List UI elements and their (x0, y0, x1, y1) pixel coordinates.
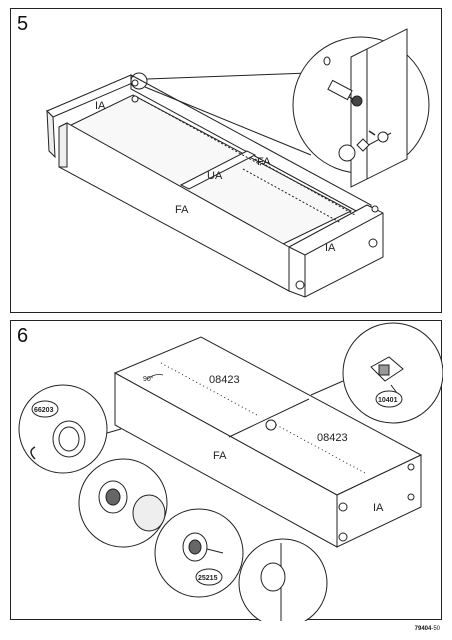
part-number-10401: 10401 (378, 397, 398, 404)
label-board-left: 08423 (209, 374, 240, 386)
part-number-25215: 25215 (198, 575, 218, 582)
step-5-panel: 5 (10, 8, 442, 313)
label-ia-right: IA (325, 242, 336, 254)
document-code: 79404-50 (415, 626, 440, 632)
label-ia: IA (373, 502, 384, 514)
step-5-illustration: IA FA UA FA IA (46, 28, 430, 298)
document-code-number: 79404 (414, 626, 432, 632)
part-number-66203: 66203 (34, 407, 54, 414)
label-fa-top: FA (257, 156, 271, 168)
label-board-right: 08423 (317, 432, 348, 444)
step-6-panel: 6 (10, 320, 443, 621)
label-fa-front: FA (175, 204, 189, 216)
label-ua: UA (207, 170, 223, 182)
label-ia-left: IA (95, 100, 106, 112)
label-angle: 90° (143, 375, 154, 383)
label-fa: FA (213, 450, 227, 462)
step-number: 5 (17, 13, 29, 35)
document-code-suffix: -50 (431, 626, 440, 632)
step-number: 6 (17, 325, 29, 347)
step-6-illustration: 90° 08423 08423 FA IA 66203 10401 25215 (18, 322, 443, 621)
